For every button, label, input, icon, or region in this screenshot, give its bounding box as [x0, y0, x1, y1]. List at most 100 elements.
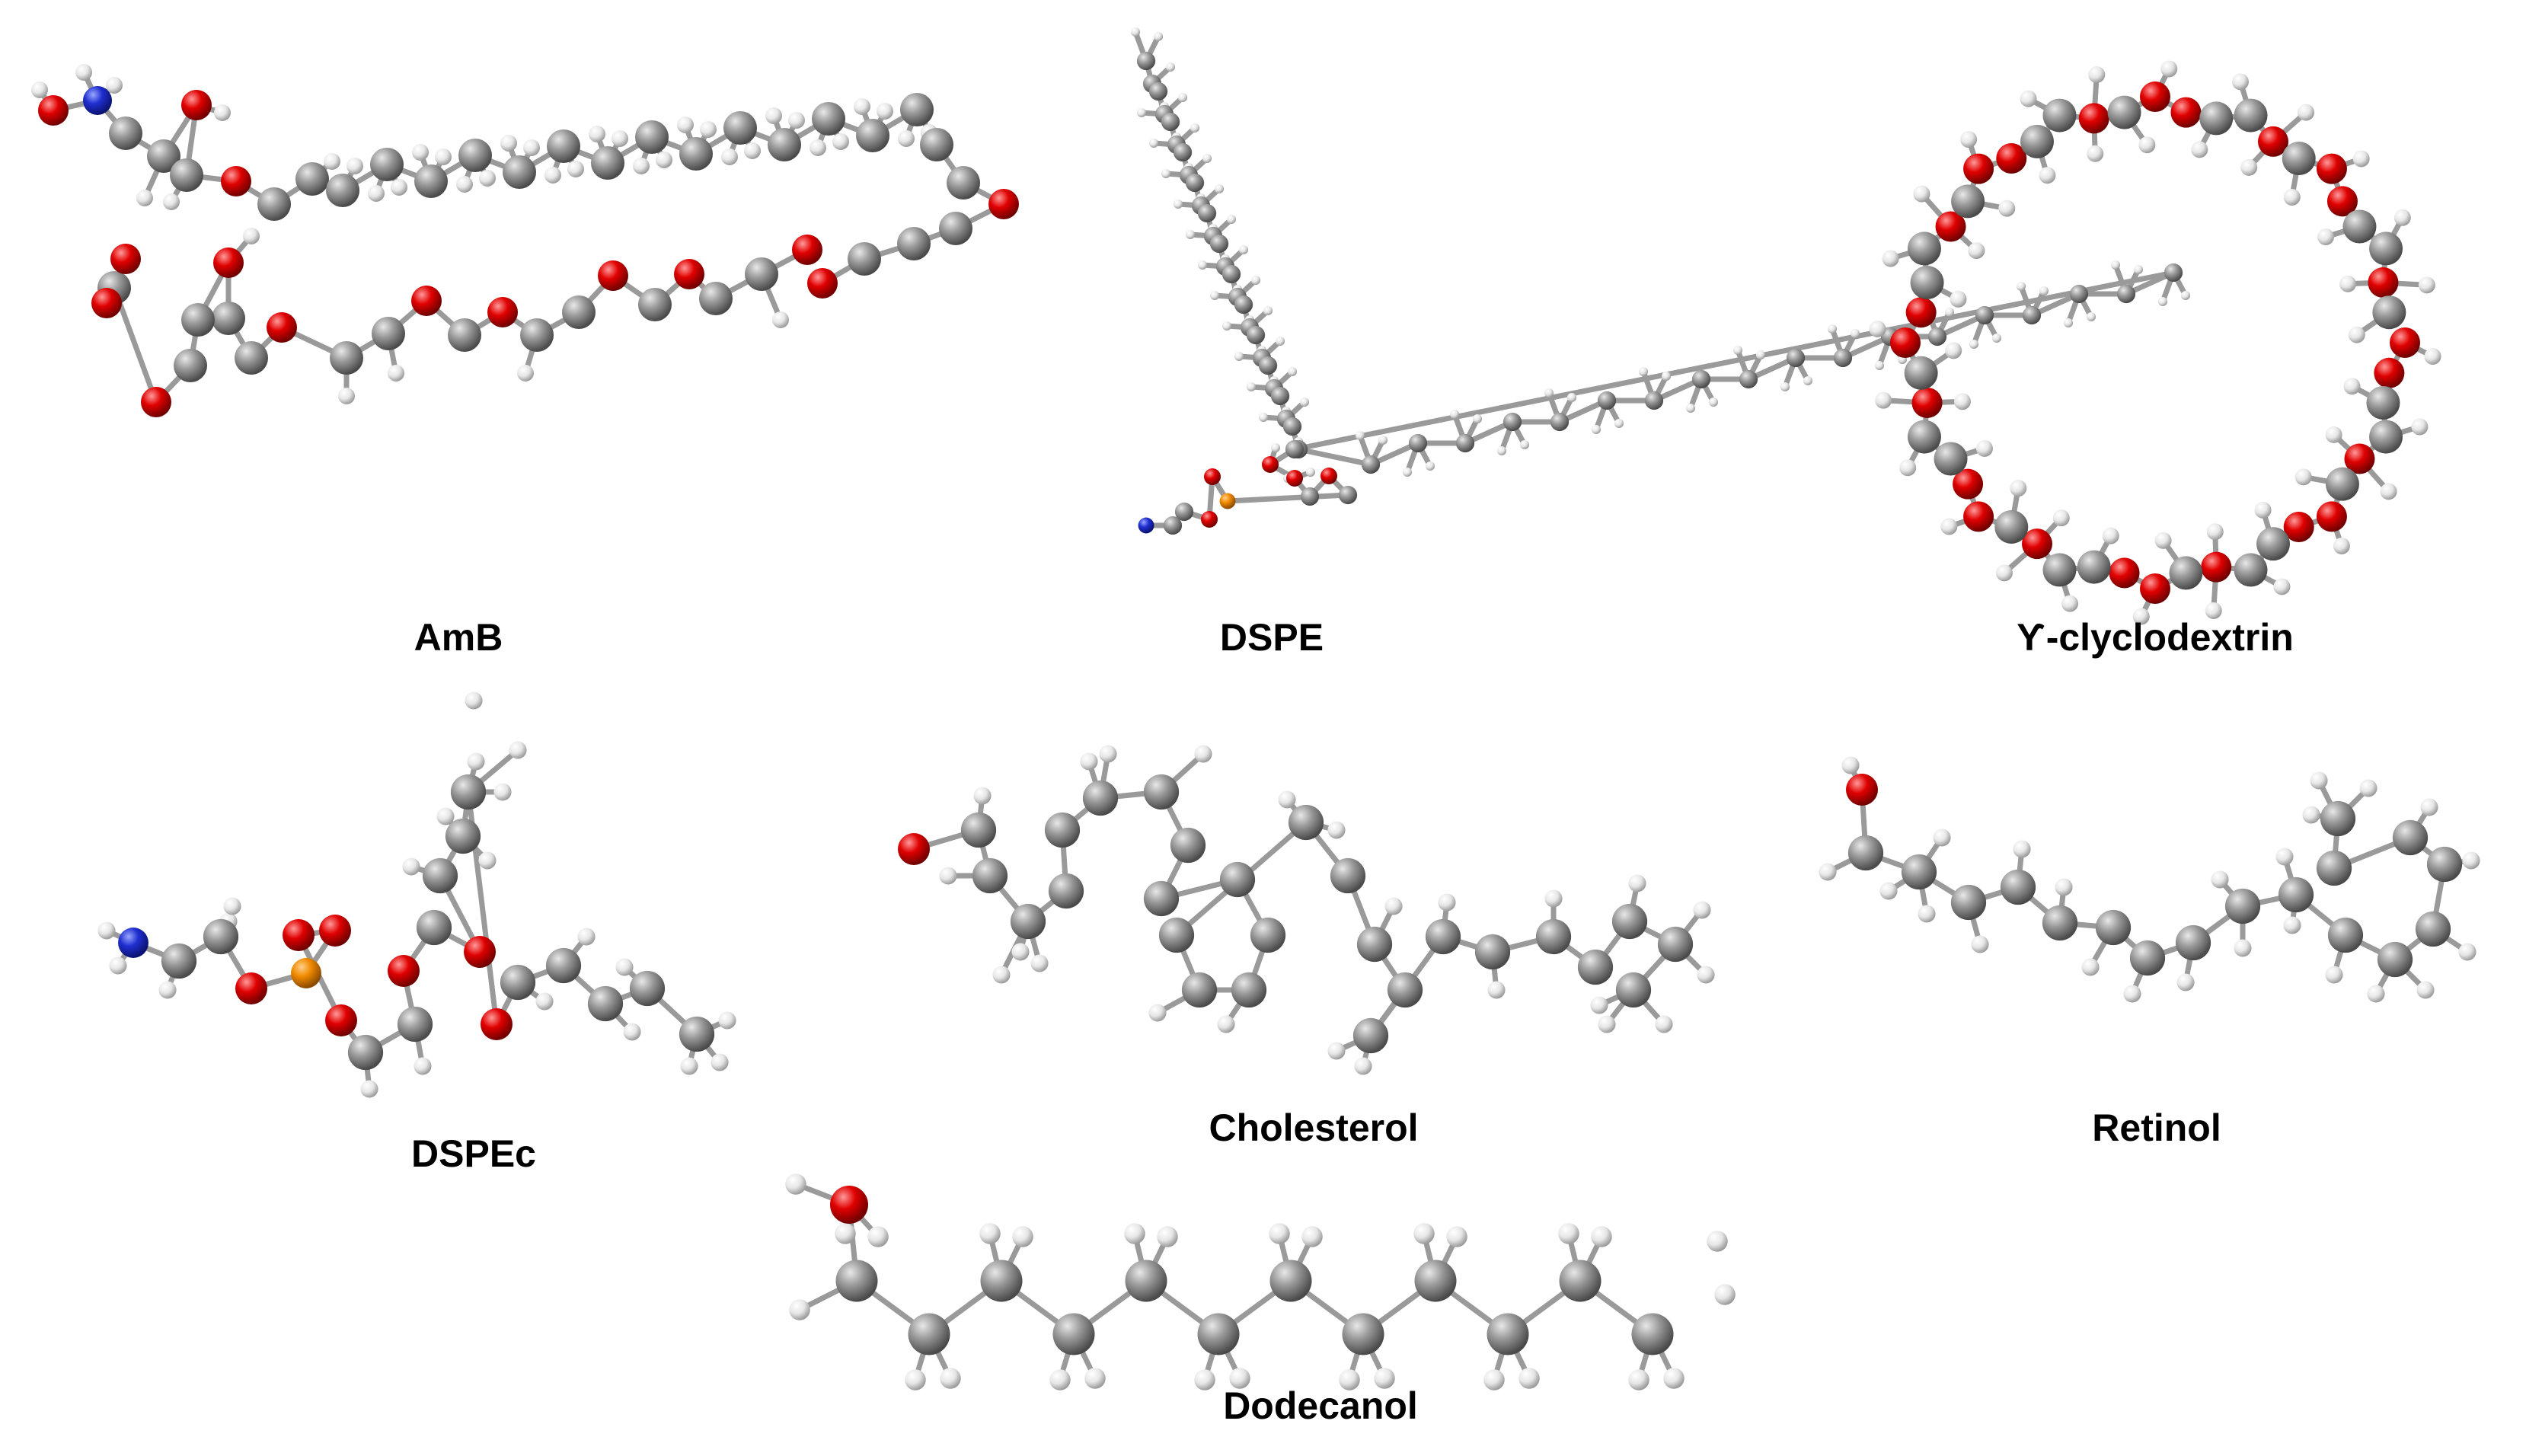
retinol-hydrogen-atom: [2234, 939, 2252, 957]
dspe-hydrogen-atom: [1780, 382, 1790, 392]
dspec-carbon-atom: [500, 964, 536, 1001]
dspe-hydrogen-atom: [2133, 264, 2144, 275]
dspe-oxygen-atom: [1201, 511, 1218, 528]
amb-oxygen-atom: [213, 247, 244, 278]
dspec-carbon-atom: [450, 774, 487, 810]
cholesterol-hydrogen-atom: [1354, 1057, 1372, 1075]
amb-hydrogen-atom: [721, 148, 738, 165]
retinol-hydrogen-atom: [2359, 779, 2378, 797]
gamma-cyclodextrin-oxygen-atom: [2022, 528, 2052, 560]
dspec-hydrogen-atom: [577, 928, 596, 946]
amb-carbon-atom: [520, 318, 554, 352]
dspec-oxygen-atom: [481, 1008, 513, 1040]
cholesterol-hydrogen-atom: [1697, 966, 1715, 984]
amb-carbon-atom: [635, 120, 669, 154]
amb-hydrogen-atom: [75, 64, 92, 81]
gamma-cyclodextrin-hydrogen-atom: [2273, 578, 2291, 595]
dspe-oxygen-atom: [1286, 470, 1303, 487]
amb-carbon-atom: [638, 288, 672, 321]
gamma-cyclodextrin-carbon-atom: [2042, 553, 2077, 587]
cholesterol-carbon-atom: [1356, 926, 1393, 963]
gamma-cyclodextrin-hydrogen-atom: [2010, 480, 2027, 497]
retinol-carbon-atom: [1950, 884, 1987, 921]
dspe-carbon-atom: [1338, 485, 1358, 505]
amb-carbon-atom: [947, 166, 980, 200]
dspec-carbon-atom: [587, 985, 624, 1022]
dodecanol-hydrogen-atom: [979, 1223, 1001, 1244]
retinol-hydrogen-atom: [2367, 985, 2385, 1003]
cholesterol-carbon-atom: [1615, 972, 1652, 1008]
dspe-hydrogen-atom: [1850, 328, 1860, 339]
gamma-cyclodextrin-hydrogen-atom: [2102, 527, 2119, 544]
dodecanol-oxygen-atom: [830, 1186, 868, 1224]
amb-hydrogen-atom: [772, 311, 789, 328]
dspec-hydrogen-atom: [493, 783, 512, 801]
dspe-hydrogen-atom: [1246, 382, 1257, 392]
dspec-carbon-atom: [545, 947, 582, 984]
dspe-carbon-atom: [1209, 234, 1229, 254]
amb-hydrogen-atom: [589, 126, 605, 142]
retinol-hydrogen-atom: [2275, 848, 2294, 866]
gamma-cyclodextrin-oxygen-atom: [1890, 327, 1921, 358]
amb-carbon-atom: [235, 341, 268, 375]
retinol-hydrogen-atom: [2462, 851, 2480, 870]
gamma-cyclodextrin-carbon-atom: [2282, 142, 2316, 176]
gamma-cyclodextrin-oxygen-atom: [2283, 511, 2314, 542]
dodecanol-hydrogen-atom: [789, 1299, 810, 1320]
dspe-bond: [1295, 446, 1374, 468]
gamma-cyclodextrin-hydrogen-atom: [2411, 418, 2429, 436]
dspe-carbon-atom: [2116, 284, 2136, 304]
gamma-cyclodextrin-oxygen-atom: [2368, 267, 2399, 299]
gamma-cyclodextrin-oxygen-atom: [2344, 443, 2375, 474]
amb-carbon-atom: [212, 302, 245, 335]
retinol-hydrogen-atom: [1918, 905, 1936, 923]
cholesterol-hydrogen-atom: [1194, 745, 1212, 763]
retinol-carbon-atom: [2377, 941, 2413, 978]
gamma-cyclodextrin-hydrogen-atom: [2424, 347, 2441, 365]
amb-hydrogen-atom: [700, 121, 717, 138]
label-retinol: Retinol: [2092, 1106, 2221, 1149]
gamma-cyclodextrin-hydrogen-atom: [1940, 518, 1958, 535]
dodecanol-hydrogen-atom: [1194, 1369, 1215, 1391]
gamma-cyclodextrin-oxygen-atom: [2326, 186, 2358, 217]
amb-carbon-atom: [679, 137, 713, 171]
gamma-cyclodextrin-hydrogen-atom: [1995, 564, 2013, 582]
cholesterol-hydrogen-atom: [1148, 1004, 1167, 1022]
gamma-cyclodextrin-carbon-atom: [2256, 527, 2290, 561]
dspec-carbon-atom: [347, 1034, 384, 1071]
gamma-cyclodextrin-carbon-atom: [2325, 467, 2359, 501]
gamma-cyclodextrin-hydrogen-atom: [2298, 104, 2315, 121]
retinol-hydrogen-atom: [2458, 943, 2477, 961]
cholesterol-hydrogen-atom: [1030, 954, 1049, 972]
dspe-carbon-atom: [1408, 433, 1428, 453]
dodecanol-carbon-atom: [1631, 1313, 1674, 1355]
amb-carbon-atom: [181, 303, 215, 337]
dodecanol-hydrogen-atom: [1714, 1284, 1736, 1305]
amb-oxygen-atom: [221, 166, 251, 196]
amb-oxygen-atom: [792, 235, 822, 265]
amb-hydrogen-atom: [854, 98, 870, 115]
cholesterol-carbon-atom: [1010, 903, 1046, 940]
amb-hydrogen-atom: [567, 161, 584, 177]
gamma-cyclodextrin-oxygen-atom: [1911, 387, 1943, 418]
gamma-cyclodextrin-hydrogen-atom: [2418, 276, 2435, 294]
dspec-hydrogen-atom: [109, 956, 127, 975]
cholesterol-hydrogen-atom: [1384, 897, 1403, 915]
gamma-cyclodextrin-carbon-atom: [2342, 209, 2377, 244]
amb-carbon-atom: [109, 117, 142, 150]
gamma-cyclodextrin-hydrogen-atom: [2052, 509, 2070, 527]
dodecanol-carbon-atom: [1052, 1313, 1095, 1355]
amb-hydrogen-atom: [744, 142, 761, 159]
cholesterol-hydrogen-atom: [1598, 1015, 1616, 1033]
dspec-oxygen-atom: [283, 919, 315, 951]
cholesterol-hydrogen-atom: [1099, 745, 1117, 763]
dspe-hydrogen-atom: [2110, 260, 2121, 270]
retinol-hydrogen-atom: [2211, 870, 2229, 889]
dspec-carbon-atom: [422, 857, 458, 894]
gamma-cyclodextrin-oxygen-atom: [2170, 97, 2202, 128]
dspe-hydrogen-atom: [1238, 244, 1249, 255]
retinol-atoms: [1819, 756, 2480, 1003]
retinol-hydrogen-atom: [2310, 771, 2328, 790]
gamma-cyclodextrin-carbon-atom: [1907, 231, 1941, 266]
dspe-carbon-atom: [1234, 295, 1253, 315]
